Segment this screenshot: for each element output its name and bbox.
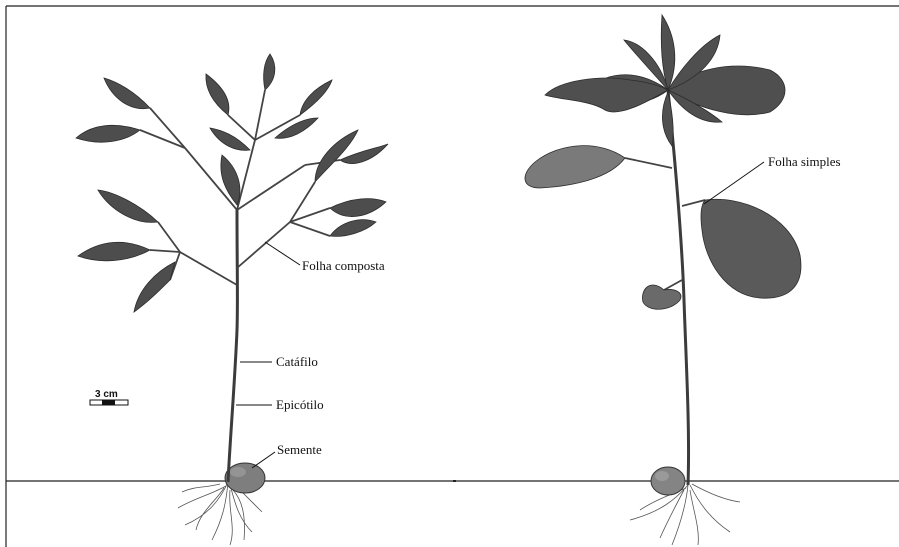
left-stem: [228, 210, 237, 482]
label-epicotyl: Epicótilo: [276, 397, 324, 412]
right-roots: [630, 484, 740, 545]
right-seedling: [525, 15, 801, 545]
left-seed: [225, 463, 265, 493]
label-cataphyll: Catáfilo: [276, 354, 318, 369]
scale-bar: 3 cm: [90, 389, 128, 405]
right-leader-line: [704, 162, 764, 204]
label-simple-leaf: Folha simples: [768, 154, 841, 169]
simple-leaves: [525, 146, 801, 310]
right-stem: [668, 90, 689, 485]
label-seed: Semente: [277, 442, 322, 457]
scale-bar-label: 3 cm: [95, 389, 118, 400]
right-seed: [651, 467, 685, 495]
label-compound-leaf: Folha composta: [302, 258, 385, 273]
left-seedling: [76, 54, 388, 545]
compound-leaf-leaflets: [76, 54, 388, 312]
crown-leaves: [545, 15, 785, 146]
